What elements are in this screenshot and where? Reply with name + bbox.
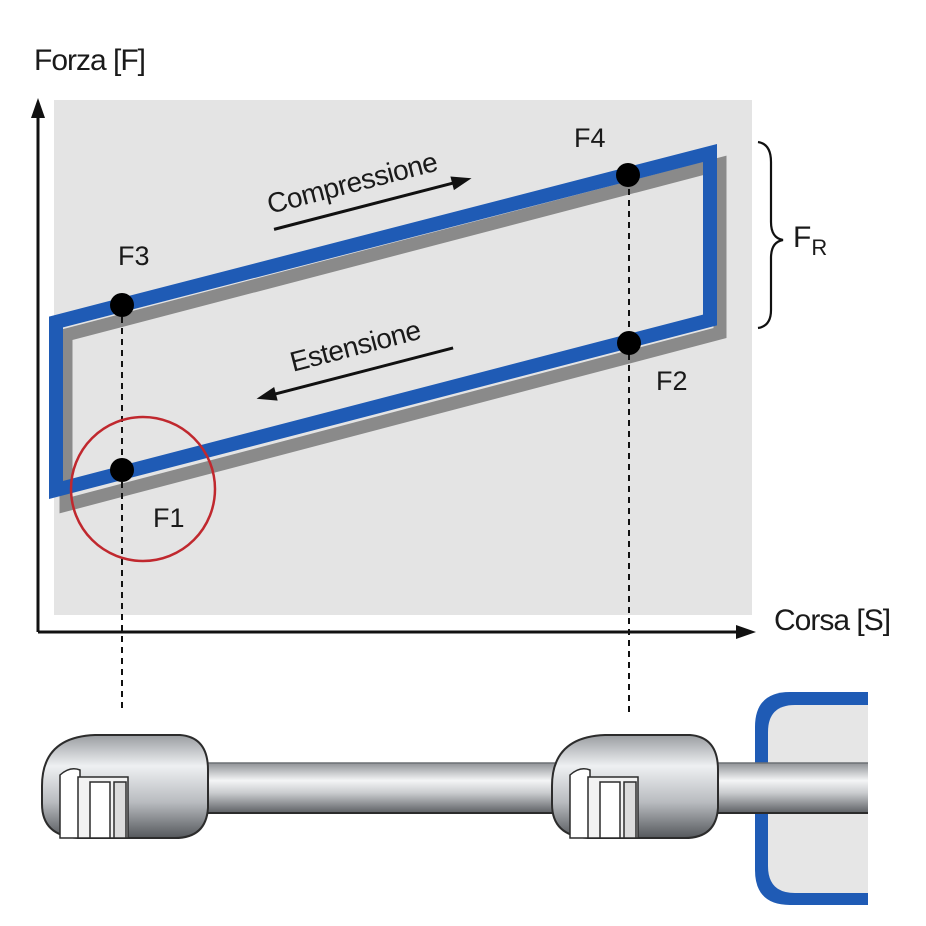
friction-brace — [757, 140, 784, 330]
compression-arrowhead — [450, 176, 472, 191]
label-f2: F2 — [656, 366, 688, 396]
friction-label: FR — [793, 221, 827, 260]
x-axis — [38, 625, 756, 639]
loop-shadow — [59, 155, 727, 514]
end-fitting-left — [41, 734, 209, 839]
piston-rod — [190, 763, 868, 813]
extension-arrowhead — [256, 387, 278, 401]
label-f3: F3 — [118, 241, 150, 271]
gas-spring-illustration — [41, 692, 868, 905]
x-axis-label: Corsa [S] — [774, 604, 890, 637]
end-fitting-middle — [551, 734, 719, 839]
hysteresis-loop — [49, 143, 717, 500]
label-f4: F4 — [574, 123, 606, 153]
label-f1: F1 — [153, 503, 185, 533]
y-axis-label: Forza [F] — [34, 44, 145, 77]
friction-label-sub: R — [811, 235, 827, 260]
point-f4 — [616, 163, 640, 187]
point-f3 — [110, 293, 134, 317]
y-axis — [31, 98, 45, 632]
f1-highlight-circle — [69, 415, 217, 563]
point-f2 — [617, 331, 641, 355]
friction-label-main: F — [793, 221, 811, 254]
point-f1 — [110, 458, 134, 482]
